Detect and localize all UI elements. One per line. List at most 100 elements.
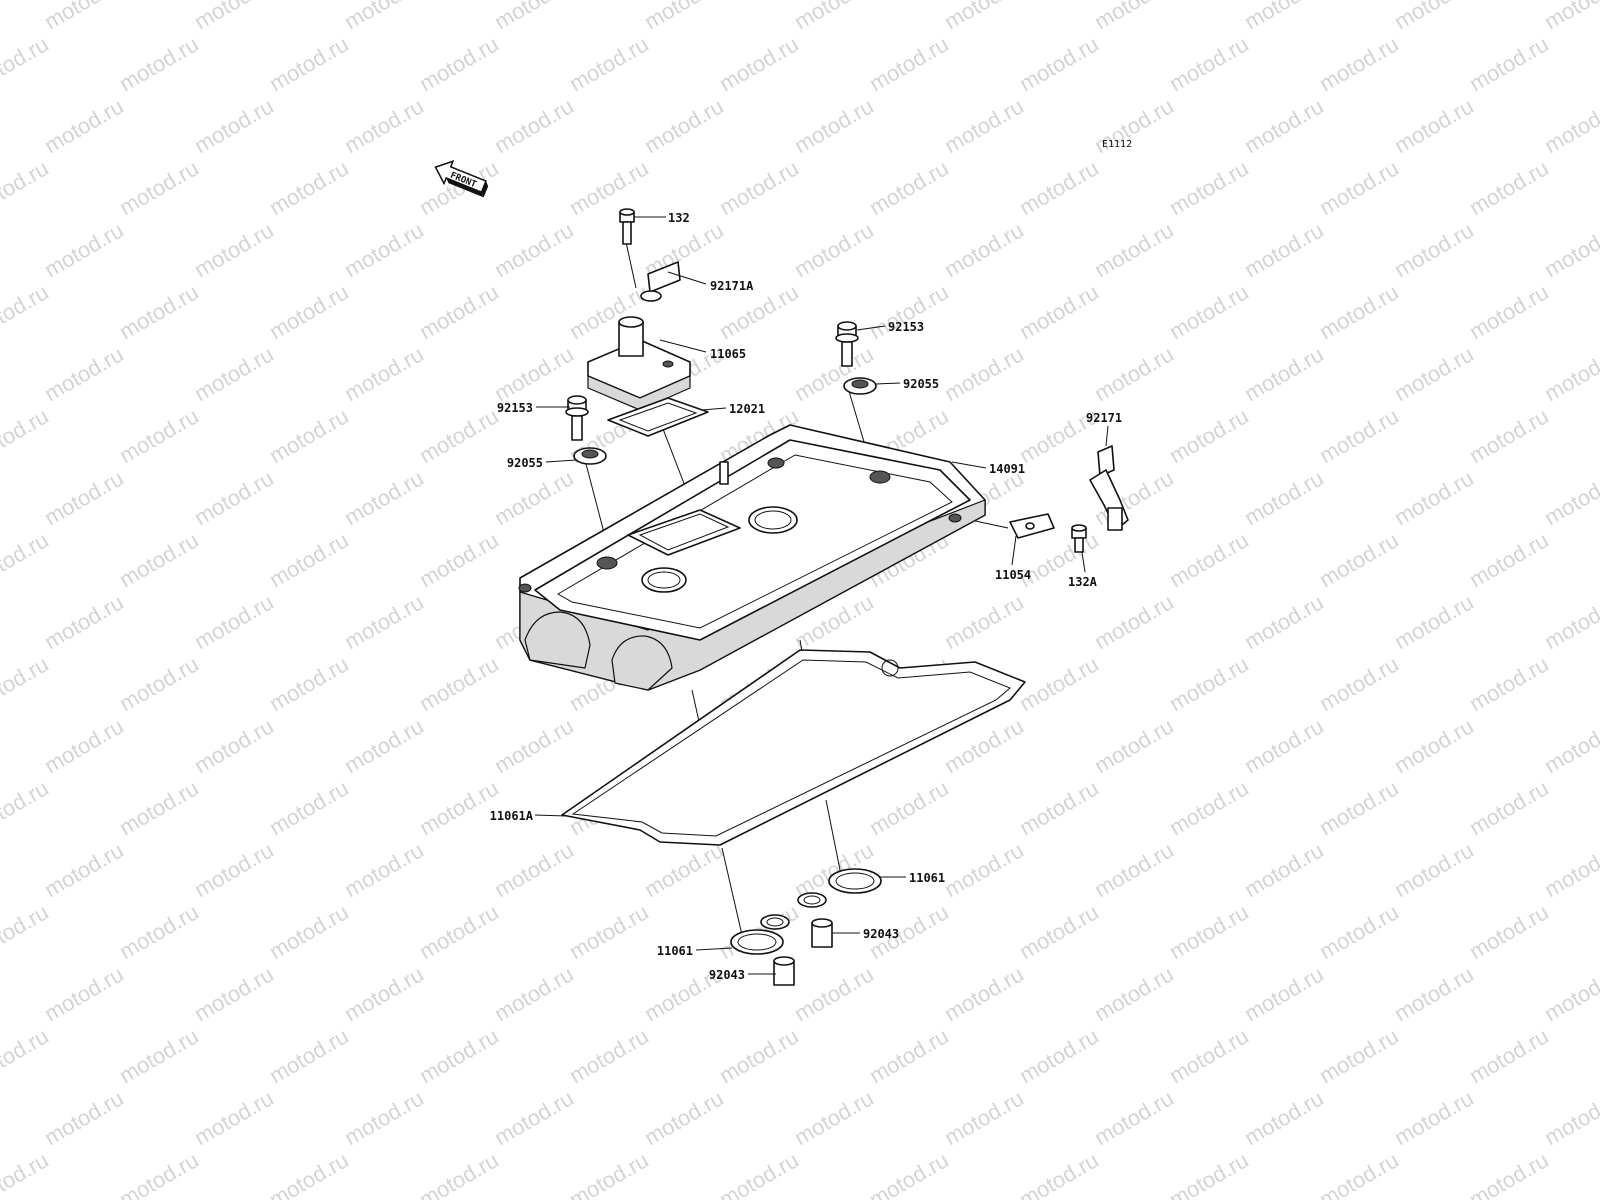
dowel-92043-left [773,956,795,986]
part-label[interactable]: 92055 [903,377,939,391]
watermark-text: motod.ru [490,961,578,1026]
watermark-text: motod.ru [1315,1147,1403,1200]
watermark-text: motod.ru [565,899,653,964]
watermark-text: motod.ru [0,279,53,344]
watermark-text: motod.ru [265,403,353,468]
watermark-text: motod.ru [265,1023,353,1088]
watermark-text: motod.ru [0,899,53,964]
watermark-text: motod.ru [265,279,353,344]
watermark-text: motod.ru [1015,1023,1103,1088]
watermark-text: motod.ru [1015,775,1103,840]
watermark-text: motod.ru [0,403,53,468]
watermark-text: motod.ru [115,899,203,964]
watermark-text: motod.ru [1315,775,1403,840]
part-label[interactable]: 132 [668,211,690,225]
part-label[interactable]: 12021 [729,402,765,416]
watermark-text: motod.ru [190,961,278,1026]
watermark-text: motod.ru [490,1085,578,1150]
watermark-text: motod.ru [1390,837,1478,902]
watermark-text: motod.ru [415,1147,503,1200]
watermark-text: motod.ru [1090,1085,1178,1150]
watermark-text: motod.ru [790,1085,878,1150]
part-label[interactable]: 132A [1068,575,1098,589]
leader-lines [534,216,1109,975]
part-label[interactable]: 11061 [909,871,945,885]
watermark-text: motod.ru [490,837,578,902]
part-label[interactable]: 11065 [710,347,746,361]
gasket-11061-left [730,914,790,955]
watermark-text: motod.ru [1090,589,1178,654]
watermark-text: motod.ru [265,1147,353,1200]
dowel-92043-right [811,918,833,948]
diagram-code: E1112 [1102,139,1132,150]
gasket-11061A [561,649,1026,846]
watermark-text: motod.ru [1390,217,1478,282]
watermark-text: motod.ru [1540,0,1600,34]
watermark-text: motod.ru [1315,31,1403,96]
watermark-text: motod.ru [790,0,878,34]
watermark-text: motod.ru [1165,403,1253,468]
watermark-text: motod.ru [115,279,203,344]
part-label[interactable]: 11054 [995,568,1031,582]
watermark-text: motod.ru [340,465,428,530]
part-label[interactable]: 92171A [710,279,754,293]
bracket-92171 [1089,445,1129,531]
part-label[interactable]: 14091 [989,462,1025,476]
watermark-text: motod.ru [1540,217,1600,282]
part-label[interactable]: 11061A [490,809,534,823]
watermark-text: motod.ru [940,961,1028,1026]
watermark-text: motod.ru [340,341,428,406]
part-label[interactable]: 92055 [507,456,543,470]
watermark-text: motod.ru [715,31,803,96]
watermark-text: motod.ru [415,279,503,344]
watermark-text: motod.ru [1390,93,1478,158]
watermark-text: motod.ru [415,1023,503,1088]
watermark-text: motod.ru [865,155,953,220]
watermark-text: motod.ru [340,837,428,902]
watermark-text: motod.ru [115,403,203,468]
watermark-text: motod.ru [1540,93,1600,158]
part-label[interactable]: 92043 [863,927,899,941]
watermark-text: motod.ru [1390,713,1478,778]
watermark-text: motod.ru [940,93,1028,158]
watermark-text: motod.ru [640,837,728,902]
watermark-text: motod.ru [1240,0,1328,34]
part-label[interactable]: 92153 [497,401,533,415]
watermark-text: motod.ru [865,31,953,96]
watermark-text: motod.ru [190,341,278,406]
part-label[interactable]: 92153 [888,320,924,334]
watermark-text: motod.ru [415,155,503,220]
watermark-text: motod.ru [115,651,203,716]
watermark-text: motod.ru [1240,713,1328,778]
bolt-132 [619,208,635,245]
watermark-text: motod.ru [190,217,278,282]
watermark-text: motod.ru [1240,961,1328,1026]
watermark-text: motod.ru [1015,651,1103,716]
watermark-text: motod.ru [340,1085,428,1150]
bracket-11054 [1009,513,1055,539]
watermark-text: motod.ru [1540,1085,1600,1150]
part-label[interactable]: 11061 [657,944,693,958]
watermark-text: motod.ru [340,961,428,1026]
watermark-text: motod.ru [190,713,278,778]
watermark-text: motod.ru [265,899,353,964]
watermark-text: motod.ru [265,651,353,716]
bolt-92153-left [565,395,589,441]
part-label[interactable]: 92043 [709,968,745,982]
watermark-text: motod.ru [415,651,503,716]
watermark-text: motod.ru [1390,0,1478,34]
watermark-text: motod.ru [190,93,278,158]
cylinder-head-cover-14091 [518,424,986,691]
watermark-text: motod.ru [490,93,578,158]
watermark-text: motod.ru [40,837,128,902]
part-label[interactable]: 92171 [1086,411,1122,425]
watermark-text: motod.ru [715,155,803,220]
watermark-text: motod.ru [490,713,578,778]
gasket-12021 [607,397,709,437]
watermark-text: motod.ru [1540,589,1600,654]
watermark-text: motod.ru [1540,465,1600,530]
watermark-text: motod.ru [940,837,1028,902]
watermark-text: motod.ru [1315,155,1403,220]
watermark-text: motod.ru [1240,93,1328,158]
watermark-text: motod.ru [1015,1147,1103,1200]
